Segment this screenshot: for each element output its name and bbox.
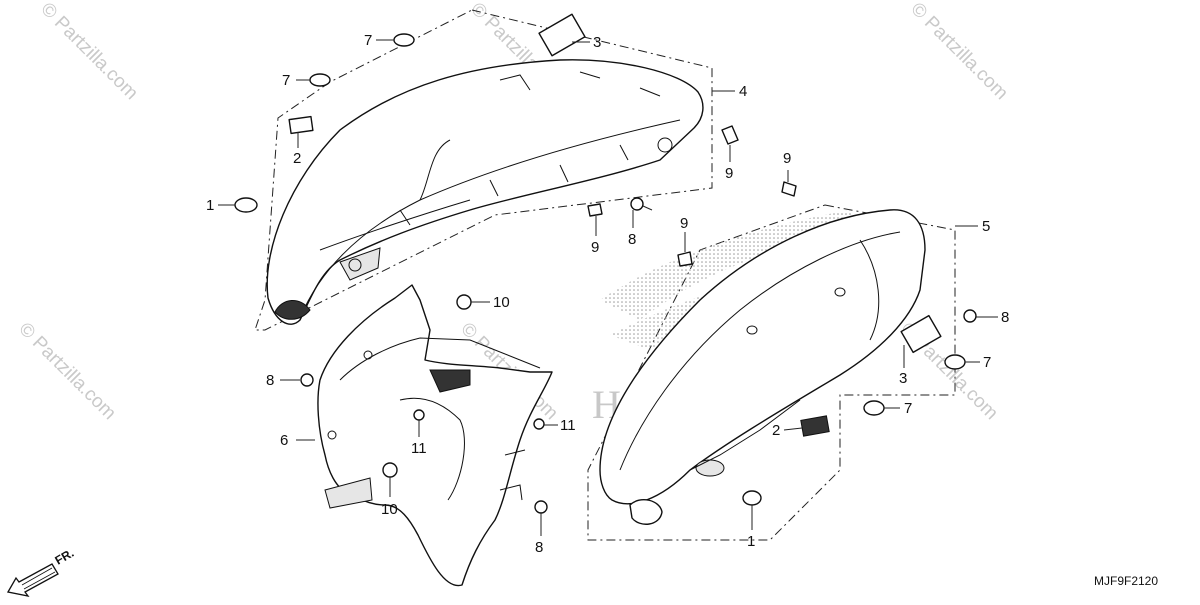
watermark: © Partzilla.com [14, 319, 119, 424]
small-parts [234, 13, 977, 514]
callout-5: 5 [982, 218, 990, 235]
bolt-10-part [456, 294, 472, 310]
group-outline-top [254, 9, 713, 331]
plate-2-part [800, 415, 830, 437]
callout-10: 10 [381, 501, 398, 518]
inner-cover-part-6 [317, 284, 553, 587]
clip-9-part [587, 203, 603, 217]
group-outline-right [587, 204, 956, 541]
callout-7: 7 [983, 354, 991, 371]
screw-11-part [533, 418, 545, 430]
grommet-7-part [863, 400, 885, 416]
callout-4: 4 [739, 83, 747, 100]
callout-2: 2 [293, 150, 301, 167]
grommet-7-part [309, 73, 331, 87]
clip-9-part [781, 181, 797, 197]
bolt-8-part [300, 373, 314, 387]
callout-9: 9 [591, 239, 599, 256]
callout-8: 8 [628, 231, 636, 248]
callout-7: 7 [904, 400, 912, 417]
callout-11: 11 [560, 417, 576, 434]
front-direction-arrow: FR. [6, 546, 77, 597]
callout-9: 9 [680, 215, 688, 232]
grommet-1-part [234, 197, 258, 213]
callout-10: 10 [493, 294, 510, 311]
callout-2: 2 [772, 422, 780, 439]
bolt-8-part [630, 197, 644, 211]
callout-8: 8 [1001, 309, 1009, 326]
callout-8: 8 [535, 539, 543, 556]
watermark: © Partzilla.com [36, 0, 141, 104]
callout-7: 7 [282, 72, 290, 89]
watermark: © Partzilla.com [906, 0, 1011, 104]
grommet-7-part [944, 354, 966, 370]
callout-8: 8 [266, 372, 274, 389]
diagram-code: MJF9F2120 [1094, 574, 1158, 588]
callout-1: 1 [747, 533, 755, 550]
clip-9-part [721, 125, 739, 145]
callout-3: 3 [593, 34, 601, 51]
callout-6: 6 [280, 432, 288, 449]
grommet-7-part [393, 33, 415, 47]
callout-labels: 7 7 1 2 3 4 9 9 9 8 9 5 8 3 7 7 2 1 10 8… [206, 32, 1009, 556]
callout-11: 11 [411, 440, 427, 457]
grommet-1-part [742, 490, 762, 506]
meter-cover-part-4 [266, 59, 704, 325]
bolt-8-part [963, 309, 977, 323]
callout-1: 1 [206, 197, 214, 214]
front-arrow-label: FR. [53, 546, 77, 568]
callout-9: 9 [725, 165, 733, 182]
callout-3: 3 [899, 370, 907, 387]
leader-lines [218, 39, 998, 536]
side-cover-part-5 [599, 209, 926, 525]
bolt-8-part [534, 500, 548, 514]
clip-9-part [677, 251, 693, 267]
bolt-10-part [382, 462, 398, 478]
plate-2-part [288, 115, 314, 135]
callout-9: 9 [783, 150, 791, 167]
callout-7: 7 [364, 32, 372, 49]
plate-3-part [538, 13, 586, 57]
plate-3-part [900, 314, 942, 354]
screw-11-part [413, 409, 425, 421]
